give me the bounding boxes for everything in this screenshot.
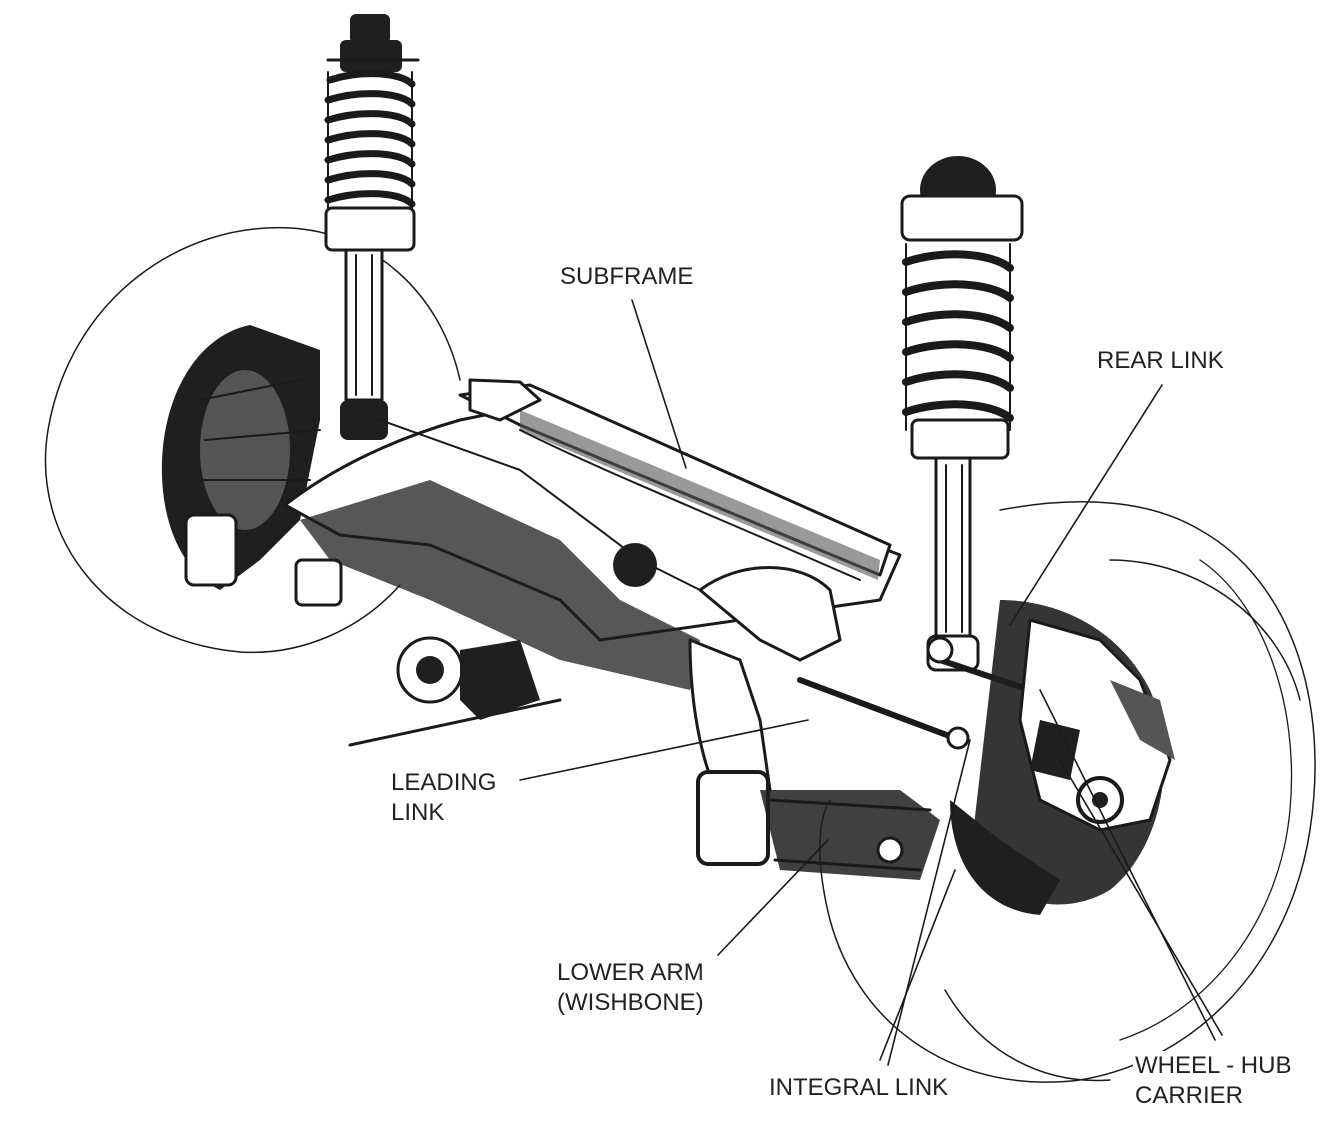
leader-lower-arm (717, 839, 829, 956)
left-wheel-outline (44, 226, 461, 654)
right-hub-carrier (950, 600, 1175, 915)
differential-mount (396, 543, 657, 720)
label-leading-link: LEADING LINK (389, 768, 499, 828)
left-brake-disc (161, 325, 343, 607)
lower-arm-wishbone (688, 566, 940, 880)
right-wheel-outline-front (819, 501, 1316, 1083)
label-rear-link: REAR LINK (1095, 346, 1226, 376)
leader-leading-link (519, 719, 809, 781)
left-coil-spring-strut (324, 14, 420, 440)
leader-integral-link-2 (887, 739, 971, 1066)
label-integral-link: INTEGRAL LINK (767, 1073, 951, 1103)
label-subframe: SUBFRAME (558, 262, 696, 292)
leader-subframe (631, 299, 687, 469)
leader-wheel-hub-carrier-2 (1039, 689, 1216, 1041)
right-coil-spring-strut (900, 156, 1024, 672)
right-wheel-outline-rear (944, 559, 1301, 1082)
leader-integral-link-1 (879, 869, 956, 1061)
leader-wheel-hub-carrier-1 (1059, 759, 1223, 1036)
leader-rear-link (1009, 384, 1163, 626)
leader-lines (519, 299, 1223, 1066)
label-wheel-hub-carrier: WHEEL - HUB CARRIER (1133, 1051, 1294, 1111)
label-lower-arm: LOWER ARM (WISHBONE) (555, 958, 706, 1018)
